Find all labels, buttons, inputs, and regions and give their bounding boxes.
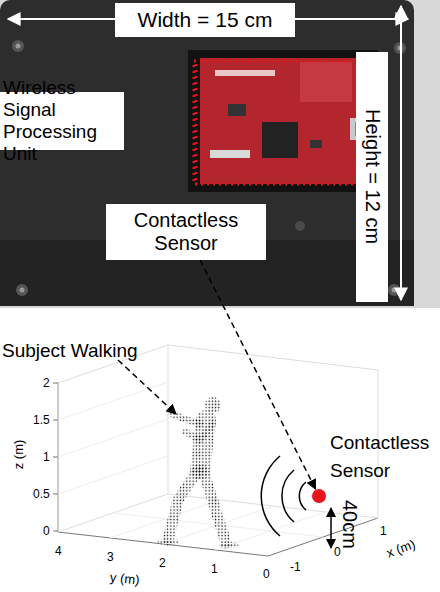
- point-cloud-person: [160, 397, 236, 545]
- node-text: Contactless Sensor: [330, 429, 440, 484]
- dimension-label: 40cm: [338, 500, 361, 549]
- node-text: Contactless Sensor: [106, 209, 266, 255]
- tick-label: 1: [43, 450, 50, 464]
- tick-label: 4: [55, 544, 62, 558]
- node-text: Wireless Signal Processing Unit: [3, 77, 124, 164]
- plot-axes: [53, 345, 378, 556]
- axis-label: z (m): [11, 440, 26, 470]
- sensor-dot: Contactless Sensor: [312, 489, 326, 503]
- tick-label: 0: [43, 524, 50, 538]
- tick-label: 2: [43, 376, 50, 390]
- part-label: Contactless Sensor: [106, 204, 266, 260]
- tick-label: 0.5: [33, 487, 50, 501]
- node-text: Height = 12 cm: [361, 109, 384, 244]
- dimension-label: Height = 12 cm: [356, 52, 388, 302]
- dashed-connector: [200, 260, 315, 489]
- node-text: Width = 15 cm: [138, 8, 273, 32]
- axis-label: y (m): [109, 569, 140, 587]
- tick-label: 3: [107, 550, 114, 564]
- part-label: Wireless Signal Processing Unit: [0, 92, 124, 150]
- tick-label: 0: [263, 567, 270, 581]
- dimension-label: Width = 15 cm: [115, 3, 295, 37]
- tick-label: 0: [334, 545, 341, 559]
- callout-label: Subject Walking: [2, 340, 138, 362]
- tick-label: 2: [159, 556, 166, 570]
- wave-arcs: [261, 456, 306, 536]
- axis-label: x (m): [384, 536, 417, 560]
- dimension-arrow: [330, 508, 332, 548]
- tick-label: 1: [211, 562, 218, 576]
- leader-line: [118, 360, 176, 414]
- tick-label: 1.5: [33, 413, 50, 427]
- tick-label: -1: [290, 560, 301, 574]
- tick-label: 1: [380, 524, 387, 538]
- sensor-photo: [0, 0, 440, 308]
